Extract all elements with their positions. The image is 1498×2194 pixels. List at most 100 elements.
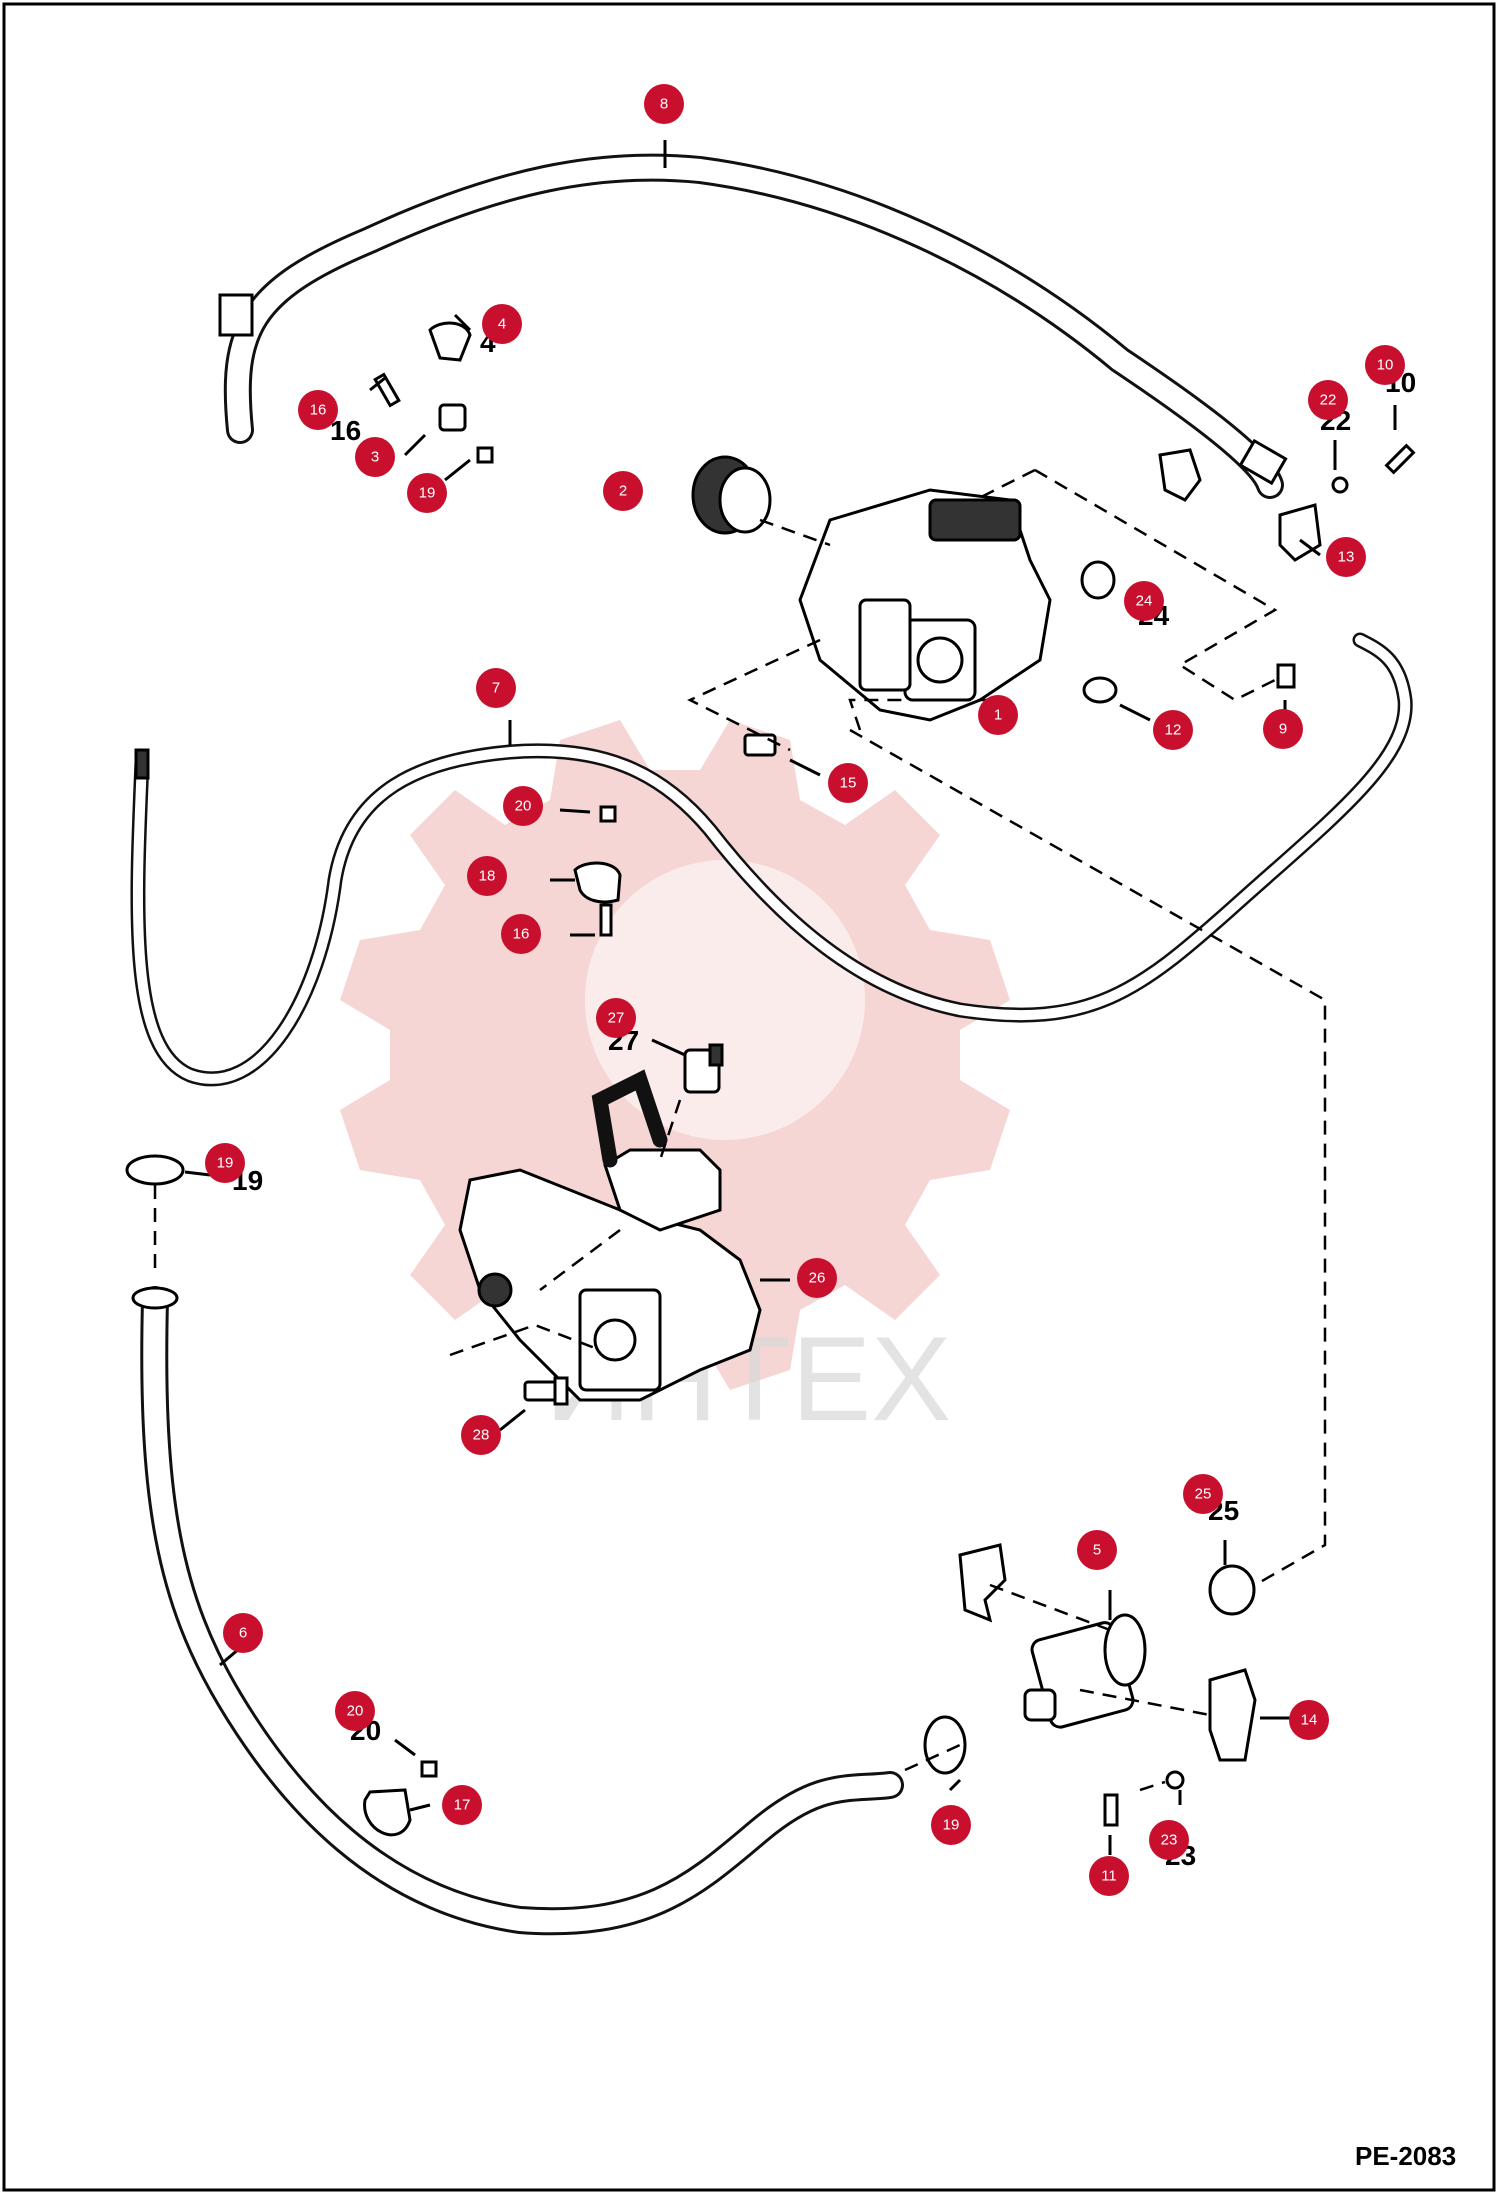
bolt-11 (1103, 1793, 1119, 1827)
badge-15[interactable]: 15 (828, 763, 868, 803)
clamp-17 (363, 1788, 412, 1837)
svg-text:19: 19 (419, 485, 436, 502)
svg-text:13: 13 (1338, 549, 1355, 566)
badge-2[interactable]: 2 (603, 471, 643, 511)
washer-22 (1331, 476, 1349, 494)
badge-19-upper[interactable]: 19 (205, 1143, 245, 1183)
svg-text:5: 5 (1093, 1542, 1101, 1559)
svg-text:1: 1 (994, 707, 1002, 724)
badge-12[interactable]: 12 (1153, 710, 1193, 750)
svg-text:27: 27 (608, 1010, 625, 1027)
badge-28[interactable]: 28 (461, 1415, 501, 1455)
badge-27[interactable]: 27 (596, 998, 636, 1038)
badge-16-top[interactable]: 16 (298, 390, 338, 430)
svg-text:19: 19 (217, 1155, 234, 1172)
svg-text:15: 15 (840, 775, 857, 792)
fitting-9 (1276, 663, 1296, 689)
nut-21 (420, 1760, 438, 1778)
svg-text:12: 12 (1165, 722, 1182, 739)
badge-4[interactable]: 4 (482, 304, 522, 344)
bolt-16-top (373, 372, 401, 408)
washer-23 (1165, 1770, 1185, 1790)
badge-3[interactable]: 3 (355, 437, 395, 477)
svg-text:4: 4 (498, 316, 506, 333)
pump-1 (798, 488, 1052, 722)
svg-text:2: 2 (619, 483, 627, 500)
badge-11[interactable]: 11 (1089, 1856, 1129, 1896)
badge-14[interactable]: 14 (1289, 1700, 1329, 1740)
badge-25[interactable]: 25 (1183, 1474, 1223, 1514)
badge-8[interactable]: 8 (644, 84, 684, 124)
assembly-lines (153, 468, 1327, 1792)
svg-text:25: 25 (1195, 1486, 1212, 1503)
gear-2 (691, 455, 772, 535)
badge-22[interactable]: 22 (1308, 380, 1348, 420)
clamp-4 (428, 321, 472, 362)
nut-20-top (476, 446, 494, 464)
svg-text:14: 14 (1301, 1712, 1318, 1729)
svg-text:6: 6 (239, 1625, 247, 1642)
badge-23[interactable]: 23 (1149, 1820, 1189, 1860)
diagram-code: PE-2083 (1355, 2141, 1456, 2171)
hose-7 (130, 632, 1413, 1087)
flange-14 (1208, 1668, 1257, 1762)
plug-12 (1082, 676, 1118, 704)
badge-19-lower[interactable]: 19 (931, 1805, 971, 1845)
badge-17[interactable]: 17 (442, 1785, 482, 1825)
clamp-3 (438, 403, 467, 432)
o-ring-25 (1208, 1564, 1256, 1616)
svg-text:10: 10 (1377, 357, 1394, 374)
badge-18[interactable]: 18 (467, 856, 507, 896)
badge-13[interactable]: 13 (1326, 537, 1366, 577)
badge-21[interactable]: 20 (335, 1691, 375, 1731)
badge-24[interactable]: 24 (1124, 581, 1164, 621)
svg-text:18: 18 (479, 868, 496, 885)
fitting-5 (1023, 1613, 1147, 1729)
svg-text:28: 28 (473, 1427, 490, 1444)
badge-10[interactable]: 10 (1365, 345, 1405, 385)
bolt-10 (1384, 443, 1416, 475)
badge-1[interactable]: 1 (978, 695, 1018, 735)
badge-20-top[interactable]: 19 (407, 473, 447, 513)
badge-7[interactable]: 7 (476, 668, 516, 708)
hose-6 (131, 1286, 904, 1936)
leader-lines (184, 313, 1397, 1855)
o-ring-24 (1080, 560, 1116, 600)
svg-text:26: 26 (809, 1270, 826, 1287)
sensor-27 (683, 1043, 724, 1094)
svg-text:7: 7 (492, 680, 500, 697)
svg-text:17: 17 (454, 1797, 471, 1814)
badge-20-mid[interactable]: 20 (503, 786, 543, 826)
clamp-19-upper (125, 1154, 185, 1186)
callout-badges: 8 4 16 3 19 2 10 22 13 24 9 12 1 7 15 20… (205, 84, 1405, 1896)
svg-text:9: 9 (1279, 721, 1287, 738)
svg-text:19: 19 (943, 1817, 960, 1834)
clamp-18 (573, 861, 622, 904)
bolt-28 (523, 1376, 569, 1406)
bolt-15 (743, 733, 777, 757)
hose-8 (218, 153, 1288, 499)
svg-text:11: 11 (1101, 1868, 1117, 1885)
clamp-19-lower (923, 1715, 967, 1775)
svg-text:22: 22 (1320, 392, 1337, 409)
svg-text:23: 23 (1161, 1832, 1178, 1849)
badge-16-mid[interactable]: 16 (501, 914, 541, 954)
flange-upper (1158, 448, 1202, 502)
clamp-half (958, 1543, 1007, 1623)
badge-6[interactable]: 6 (223, 1613, 263, 1653)
badge-9[interactable]: 9 (1263, 709, 1303, 749)
nut-20-mid (599, 805, 617, 823)
svg-text:20: 20 (347, 1703, 364, 1720)
badge-26[interactable]: 26 (797, 1258, 837, 1298)
svg-text:24: 24 (1136, 593, 1153, 610)
bolt-16-mid (599, 903, 613, 937)
svg-text:3: 3 (371, 449, 379, 466)
svg-text:20: 20 (515, 798, 532, 815)
svg-text:16: 16 (310, 402, 327, 419)
badge-5[interactable]: 5 (1077, 1530, 1117, 1570)
svg-text:8: 8 (660, 96, 668, 113)
pump-26 (458, 1069, 762, 1402)
svg-text:16: 16 (513, 926, 530, 943)
